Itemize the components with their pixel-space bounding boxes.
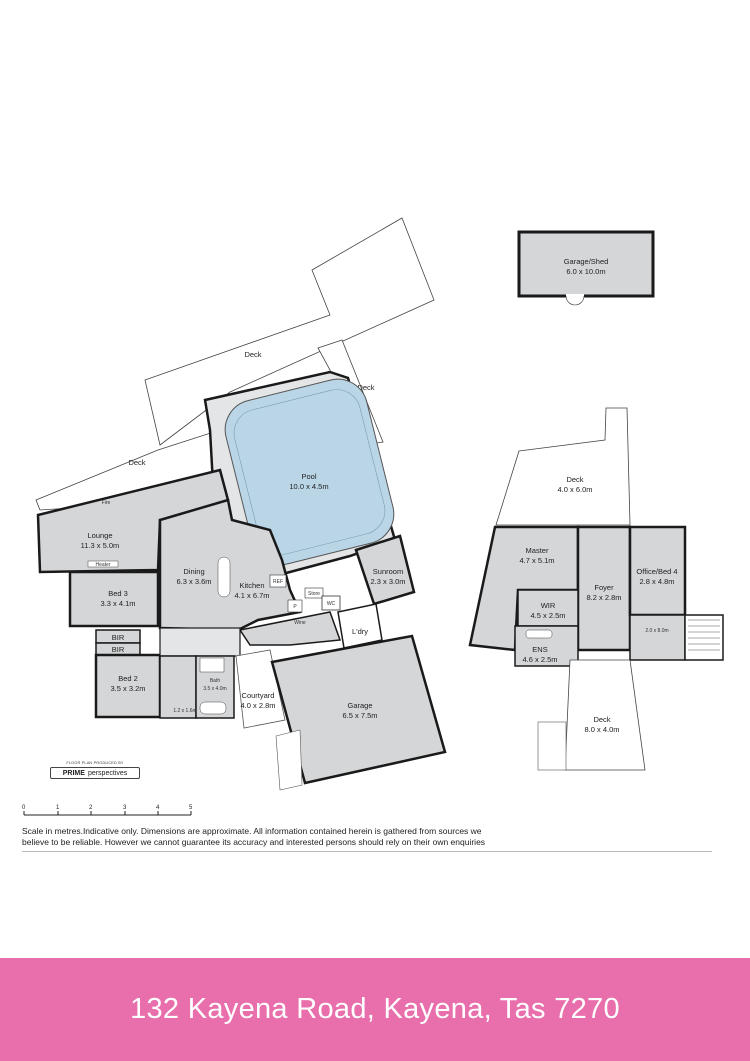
bed3-dims: 3.3 x 4.1m	[100, 599, 135, 608]
wir-label: WIR	[541, 601, 556, 610]
floor-plan: Garage/Shed 6.0 x 10.0m Deck Deck Deck P…	[22, 217, 724, 816]
deck-left-label: Deck	[128, 458, 145, 467]
plan-credit: FLOOR PLAN PRODUCED BY PRIME perspective…	[50, 761, 140, 779]
wir-dims: 4.5 x 2.5m	[530, 611, 565, 620]
garage-dims: 6.5 x 7.5m	[342, 711, 377, 720]
bath-area: Bath 3.5 x 4.0m 1.2 x 1.6m	[159, 627, 241, 719]
garage-shed-label: Garage/Shed	[564, 257, 609, 266]
scale-tick-1: 1	[56, 805, 60, 811]
scale-tick-5: 5	[189, 805, 193, 811]
ens-dims: 4.6 x 2.5m	[522, 655, 557, 664]
office-label: Office/Bed 4	[636, 567, 677, 576]
scale-tick-4: 4	[156, 805, 160, 811]
master-label: Master	[526, 546, 549, 555]
courtyard-dims: 4.0 x 2.8m	[240, 701, 275, 710]
kitchen-dims: 4.1 x 6.7m	[234, 591, 269, 600]
lounge-label: Lounge	[87, 531, 112, 540]
bath-dims: 3.5 x 4.0m	[203, 686, 226, 692]
garage-shed: Garage/Shed 6.0 x 10.0m	[517, 230, 655, 306]
bir1-label: BIR	[112, 633, 125, 642]
sunroom-laundry: Sunroom 2.3 x 3.0m L'dry	[337, 534, 416, 649]
divider	[22, 851, 712, 852]
dining-label: Dining	[183, 567, 204, 576]
credit-caption: FLOOR PLAN PRODUCED BY	[66, 761, 124, 765]
store-label: Store	[308, 591, 320, 597]
scale-tick-3: 3	[123, 805, 127, 811]
office-dims: 2.8 x 4.8m	[639, 577, 674, 586]
upper-deck: Deck 4.0 x 6.0m	[495, 407, 631, 526]
scale-tick-0: 0	[22, 805, 26, 811]
garage: Garage 6.5 x 7.5m	[270, 634, 447, 791]
deck-lower-label: Deck	[593, 715, 610, 724]
property-address: 132 Kayena Road, Kayena, Tas 7270	[130, 993, 620, 1025]
credit-brand2: perspectives	[87, 769, 128, 777]
bed2-dims: 3.5 x 3.2m	[110, 684, 145, 693]
pool-label: Pool	[301, 472, 316, 481]
pool-dims: 10.0 x 4.5m	[289, 482, 328, 491]
sunroom-label: Sunroom	[373, 567, 403, 576]
heater-label: Heater	[95, 562, 110, 568]
bed2-label: Bed 2	[118, 674, 138, 683]
lower-deck: Deck 8.0 x 4.0m	[537, 659, 646, 771]
address-banner: 132 Kayena Road, Kayena, Tas 7270	[0, 958, 750, 1061]
landing-dims: 2.0 x 8.0m	[645, 628, 668, 634]
pantry-label: P	[293, 604, 297, 610]
upper-rooms: Master 4.7 x 5.1m Foyer 8.2 x 2.8m Offic…	[468, 525, 724, 667]
deck-top-label: Deck	[244, 350, 261, 359]
credit-logo: PRIME perspectives	[50, 767, 140, 779]
foyer-dims: 8.2 x 2.8m	[586, 593, 621, 602]
deck-right-label: Deck	[357, 383, 374, 392]
deck-upper-dims: 4.0 x 6.0m	[557, 485, 592, 494]
deck-upper-label: Deck	[566, 475, 583, 484]
wc-label: WC	[327, 601, 336, 607]
ref-label: REF	[273, 579, 283, 585]
bed-3: Bed 3 3.3 x 4.1m	[68, 570, 160, 628]
lounge-dims: 11.3 x 5.0m	[81, 541, 120, 550]
master-dims: 4.7 x 5.1m	[519, 556, 554, 565]
bed3-label: Bed 3	[108, 589, 128, 598]
bir2-label: BIR	[112, 645, 125, 654]
garage-shed-dims: 6.0 x 10.0m	[566, 267, 605, 276]
dining-dims: 6.3 x 3.6m	[176, 577, 211, 586]
credit-brand: PRIME	[62, 769, 85, 777]
scale-tick-2: 2	[89, 805, 93, 811]
courtyard-label: Courtyard	[242, 691, 275, 700]
wine-label: Wine	[294, 620, 306, 626]
sunroom-dims: 2.3 x 3.0m	[370, 577, 405, 586]
deck-lower-dims: 8.0 x 4.0m	[584, 725, 619, 734]
fire-label: Fire	[102, 500, 111, 506]
bed-2: Bed 2 3.5 x 3.2m	[94, 653, 162, 719]
small-room-dims: 1.2 x 1.6m	[173, 708, 196, 714]
foyer-label: Foyer	[594, 583, 614, 592]
bath-label: Bath	[210, 678, 221, 684]
garage-label: Garage	[347, 701, 372, 710]
built-in-robes: BIR BIR	[95, 629, 141, 656]
laundry-label: L'dry	[352, 627, 368, 636]
disclaimer-text: Scale in metres.Indicative only. Dimensi…	[22, 826, 486, 847]
kitchen-label: Kitchen	[239, 581, 264, 590]
ens-label: ENS	[532, 645, 547, 654]
scale-bar: 0 1 2 3 4 5	[22, 805, 193, 816]
